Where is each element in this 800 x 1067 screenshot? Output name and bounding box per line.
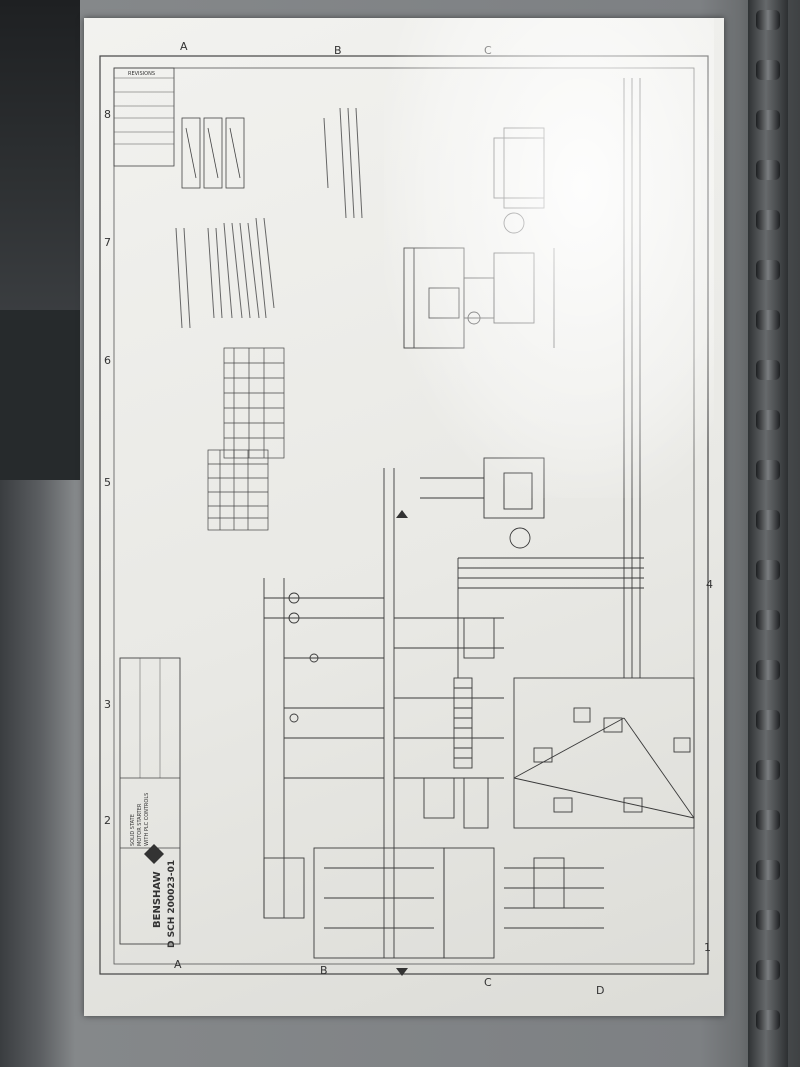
relay-symbols <box>181 117 245 189</box>
col-marker: 8 <box>104 108 111 121</box>
company-name: BENSHAW <box>152 871 163 928</box>
cabinet-shadow <box>0 0 80 310</box>
revisions-title: REVISIONS <box>128 71 155 77</box>
col-marker: 6 <box>104 354 111 367</box>
col-marker: 2 <box>104 814 111 827</box>
grid-row-markers: A B C A B C D <box>174 40 604 997</box>
row-marker: C <box>484 976 492 989</box>
chart-table-1 <box>223 347 285 459</box>
row-marker: B <box>320 964 328 977</box>
grid-column-markers: 8 7 6 5 4 3 2 1 <box>104 108 713 954</box>
row-marker: D <box>596 984 604 997</box>
benshaw-logo <box>144 844 164 864</box>
wiring-diagram <box>263 78 695 959</box>
col-marker: 7 <box>104 236 111 249</box>
notes-text <box>175 217 275 329</box>
row-marker: A <box>174 958 182 971</box>
center-arrow-bottom <box>396 968 408 976</box>
cabinet-side-panel <box>0 310 80 480</box>
row-marker: A <box>180 40 188 53</box>
revision-block: REVISIONS <box>113 67 175 167</box>
title-line: SOLID STATE <box>130 814 136 846</box>
col-marker: 5 <box>104 476 111 489</box>
schematic-sheet: 8 7 6 5 4 3 2 1 A B C A B C D <box>84 18 724 1016</box>
col-marker: 3 <box>104 698 111 711</box>
title-line: MOTOR STARTER <box>137 803 143 846</box>
row-marker: C <box>484 44 492 57</box>
cabinet-hinge <box>748 0 788 1067</box>
title-line: WITH PLC CONTROLS <box>144 793 150 846</box>
chart-table-2 <box>207 449 269 531</box>
title-block: BENSHAW D SCH 200023-01 SOLID STATE MOTO… <box>119 657 181 948</box>
center-arrow-top <box>396 510 408 518</box>
schematic-drawing: 8 7 6 5 4 3 2 1 A B C A B C D <box>99 40 713 997</box>
col-marker: 4 <box>706 578 713 591</box>
drawing-number: D SCH 200023-01 <box>167 860 177 948</box>
legend-text <box>323 107 363 219</box>
col-marker: 1 <box>704 941 711 954</box>
row-marker: B <box>334 44 342 57</box>
